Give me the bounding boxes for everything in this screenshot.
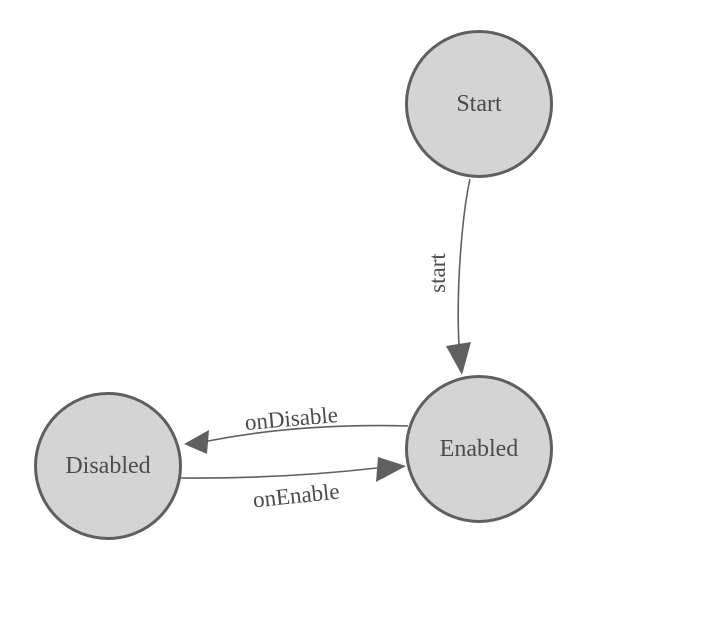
transition-onenable-path[interactable] — [180, 467, 378, 479]
state-circle-start[interactable] — [405, 30, 553, 178]
arrowhead-left-icon — [184, 430, 209, 454]
state-node-disabled[interactable]: Disabled — [34, 392, 182, 540]
transition-start-path[interactable] — [457, 178, 471, 346]
state-label-start: Start — [456, 91, 502, 117]
state-label-disabled: Disabled — [65, 453, 150, 479]
transition-label-start: start — [425, 253, 450, 293]
transition-ondisable-path[interactable] — [207, 424, 409, 442]
state-node-start[interactable]: Start — [405, 30, 553, 178]
arrowhead-down-icon — [446, 342, 471, 375]
transition-label-ondisable: onDisable — [244, 402, 339, 435]
state-circle-disabled[interactable] — [34, 392, 182, 540]
state-circle-enabled[interactable] — [405, 375, 553, 523]
transition-start-to-enabled[interactable]: start — [425, 178, 471, 375]
state-label-enabled: Enabled — [440, 436, 519, 462]
state-node-enabled[interactable]: Enabled — [405, 375, 553, 523]
transition-disabled-to-enabled[interactable]: onEnable — [180, 457, 406, 513]
transition-enabled-to-disabled[interactable]: onDisable — [184, 402, 409, 454]
transition-label-onenable: onEnable — [252, 479, 341, 513]
arrowhead-right-icon — [376, 457, 406, 482]
